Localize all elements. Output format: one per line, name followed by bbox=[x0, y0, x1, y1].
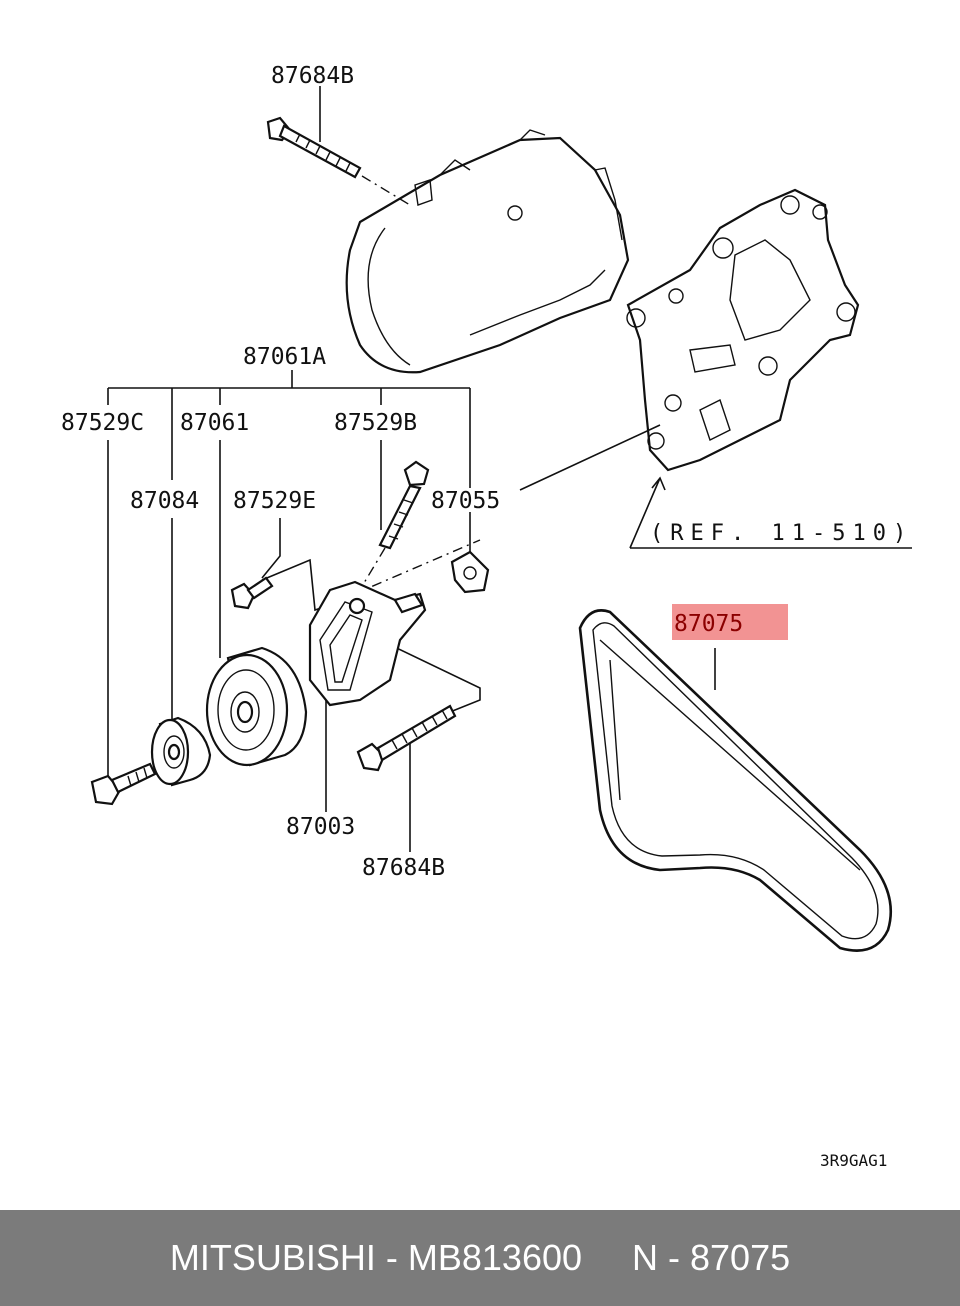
pivot-centerline bbox=[351, 539, 481, 596]
footer-part-number: MITSUBISHI - MB813600 N - 87075 bbox=[169, 1237, 791, 1278]
bottom-bolt-link bbox=[379, 639, 481, 713]
parts-diagram: (REF. 11-510) bbox=[61, 63, 913, 1170]
tensioner-arm-drawing bbox=[308, 580, 427, 707]
label-bottom-bolt: 87684B bbox=[362, 855, 445, 881]
label-bolt-left: 87529C bbox=[61, 410, 144, 436]
alternator-drawing bbox=[345, 129, 630, 374]
tensioner-pulley-drawing bbox=[205, 646, 308, 767]
label-idler: 87084 bbox=[130, 488, 199, 514]
engine-bracket-drawing bbox=[626, 188, 860, 472]
bolt-small-leader bbox=[261, 518, 281, 579]
bolt-right-drawing bbox=[378, 460, 430, 550]
assembly-bracket-lines bbox=[107, 370, 471, 488]
label-tensioner-pulley: 87061 bbox=[180, 410, 249, 436]
drive-belt-drawing bbox=[578, 609, 893, 952]
belt-label-highlight bbox=[672, 604, 788, 640]
label-bolt-right: 87529B bbox=[334, 410, 417, 436]
label-bracket-clip: 87055 bbox=[431, 488, 500, 514]
idler-drawing bbox=[150, 716, 212, 787]
ref-text: (REF. 11-510) bbox=[650, 521, 913, 546]
label-belt: 87075 bbox=[674, 611, 743, 637]
ref-leader-line bbox=[629, 476, 666, 549]
label-top-bolt: 87684B bbox=[271, 63, 354, 89]
diagram-code: 3R9GAG1 bbox=[820, 1151, 887, 1170]
bolt-small-drawing bbox=[230, 576, 274, 610]
label-assembly: 87061A bbox=[243, 344, 326, 370]
label-bolt-small: 87529E bbox=[233, 488, 316, 514]
bottom-bolt-drawing bbox=[356, 704, 457, 772]
bracket-leader-line bbox=[519, 424, 661, 491]
top-bolt-drawing bbox=[266, 116, 411, 206]
clip-drawing bbox=[450, 550, 490, 594]
footer-bar: MITSUBISHI - MB813600 N - 87075 bbox=[0, 1210, 960, 1306]
bolt-left-drawing bbox=[90, 762, 157, 806]
label-tensioner-arm: 87003 bbox=[286, 814, 355, 840]
